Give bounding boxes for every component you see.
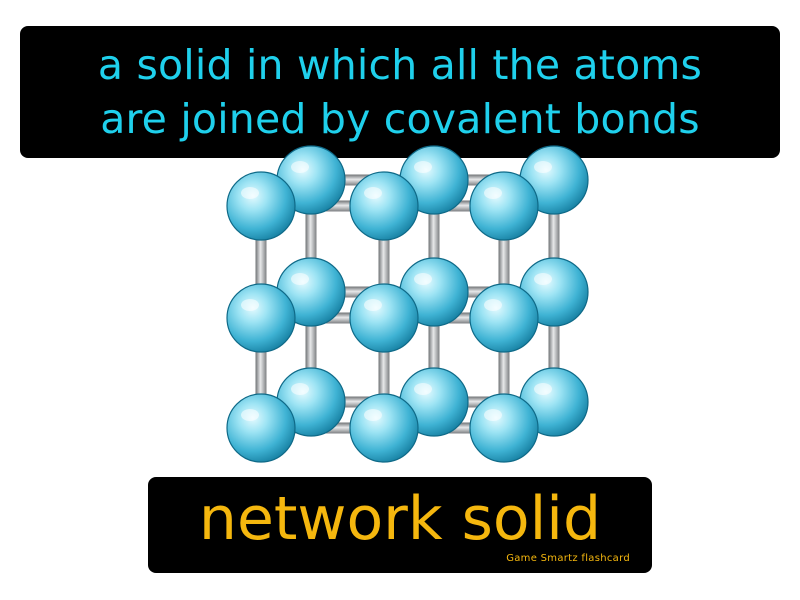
atom-front: [226, 171, 296, 241]
bond-back-vertical: [428, 180, 440, 292]
atom-front: [469, 283, 539, 353]
bond-back-vertical: [305, 180, 317, 292]
atom-front: [226, 393, 296, 463]
bond-front-vertical: [378, 318, 390, 428]
credit-text: Game Smartz flashcard: [506, 553, 630, 564]
bond-front-vertical: [498, 206, 510, 318]
term-box: network solid Game Smartz flashcard: [148, 477, 652, 573]
bond-back-vertical: [548, 180, 560, 292]
bond-front-vertical: [498, 318, 510, 428]
atom-front: [349, 171, 419, 241]
atom-front: [469, 171, 539, 241]
bond-front-vertical: [378, 206, 390, 318]
definition-text: a solid in which all the atoms are joine…: [97, 41, 703, 143]
atom-front: [226, 283, 296, 353]
atom-front: [469, 393, 539, 463]
atom-front: [349, 283, 419, 353]
back-atoms-layer: [276, 145, 589, 437]
bond-front-vertical: [255, 318, 267, 428]
definition-box: a solid in which all the atoms are joine…: [20, 26, 780, 158]
bond-back-vertical: [305, 292, 317, 402]
atom-front: [349, 393, 419, 463]
term-text: network solid: [198, 484, 602, 554]
front-atoms-layer: [226, 171, 539, 463]
bond-front-vertical: [255, 206, 267, 318]
bond-back-vertical: [548, 292, 560, 402]
bond-back-vertical: [428, 292, 440, 402]
